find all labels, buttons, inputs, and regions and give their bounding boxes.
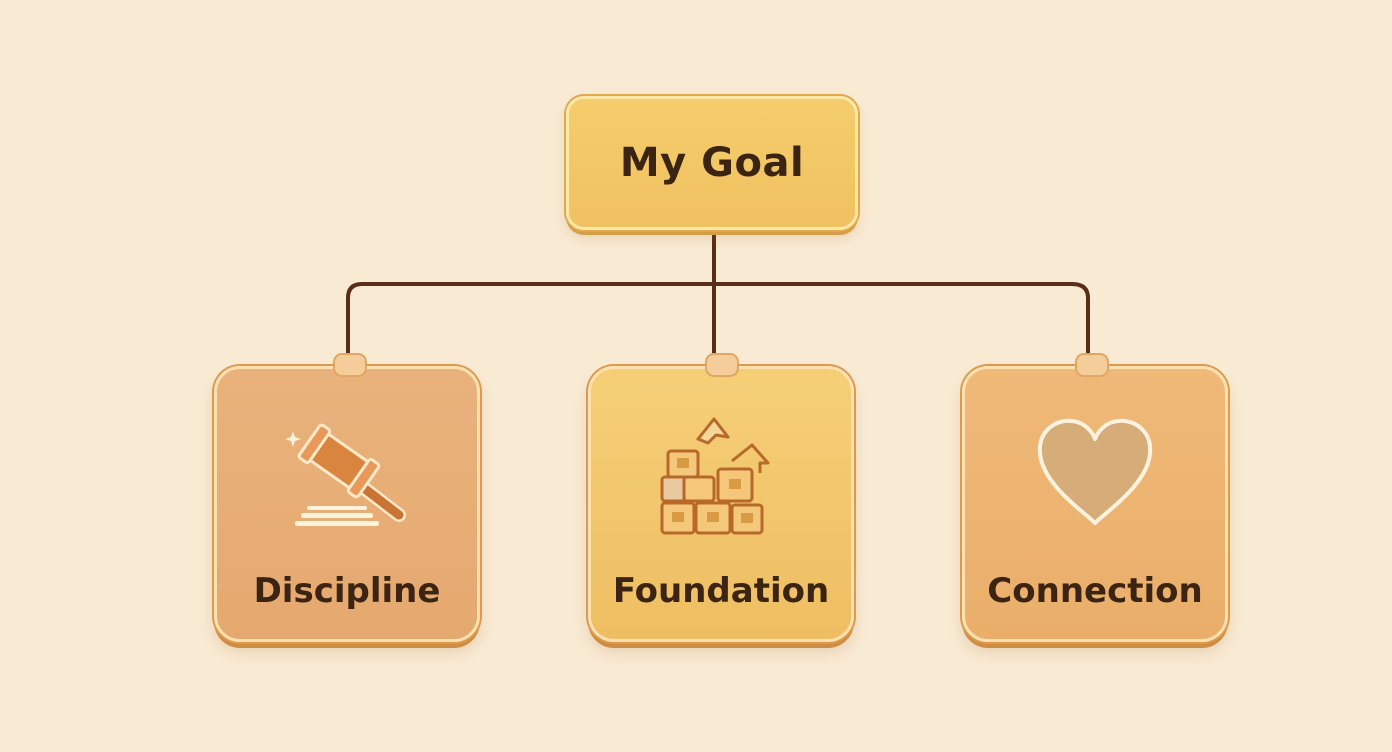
card-tab xyxy=(1077,355,1107,375)
child-node-label: Connection xyxy=(987,571,1203,611)
card-tab xyxy=(707,355,737,375)
connector-connection xyxy=(1070,282,1090,358)
root-node-my-goal: My Goal xyxy=(566,96,858,230)
child-node-discipline: Discipline xyxy=(214,355,480,642)
gavel-icon xyxy=(285,423,406,526)
child-node-foundation: Foundation xyxy=(588,355,854,642)
child-node-connection: Connection xyxy=(962,355,1228,642)
child-node-label: Foundation xyxy=(612,571,830,611)
heart-icon xyxy=(1037,418,1153,525)
building-blocks-icon xyxy=(660,417,770,535)
connector-discipline xyxy=(346,282,364,358)
card-tab xyxy=(335,355,365,375)
root-node-label: My Goal xyxy=(619,140,805,186)
child-node-label: Discipline xyxy=(253,571,441,611)
